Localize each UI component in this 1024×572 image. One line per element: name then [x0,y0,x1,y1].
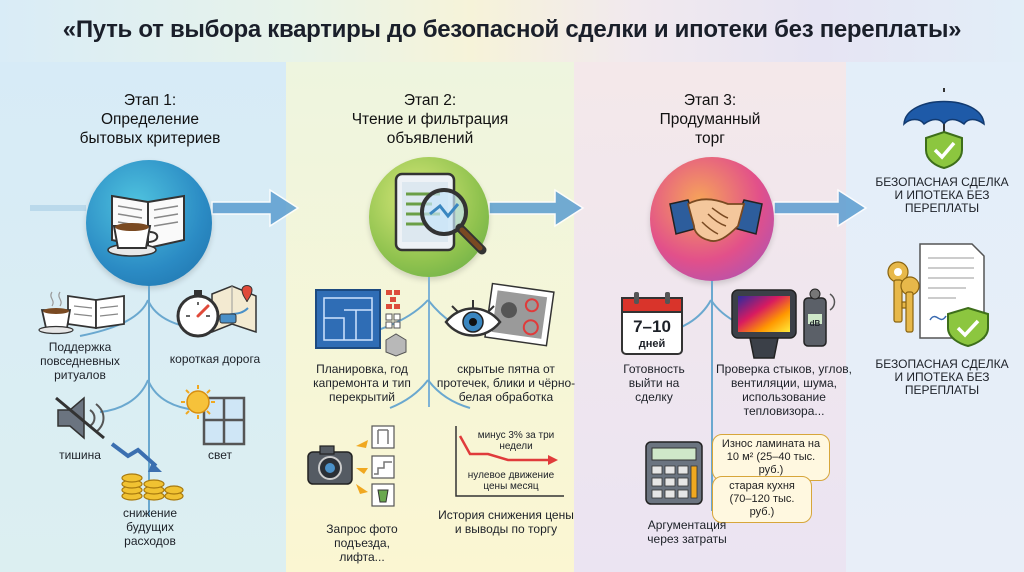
stage2-item-photo-check: скрытые пятна от протечек, блики и чёрно… [436,362,576,404]
calendar-icon [621,292,683,355]
graph-label-zero-movement: нулевое движение цены месяц [467,470,555,492]
keys-document-shield-icon [887,243,989,348]
final-label-top: БЕЗОПАСНАЯ СДЕЛКА И ИПОТЕКА БЕЗ ПЕРЕПЛАТ… [875,175,1009,215]
stage1-connector [148,286,150,516]
eye-photo-icon [444,282,555,347]
blueprint-icon [315,289,407,357]
sound-meter-label: dB [809,319,821,328]
page-title: «Путь от выбора квартиры до безопасной с… [62,16,962,43]
stage3-title-line2: Продуманный [659,111,761,128]
stage1-item-silence: тишина [59,448,101,462]
final-label-bottom: БЕЗОПАСНАЯ СДЕЛКА И ИПОТЕКА БЕЗ ПЕРЕПЛАТ… [875,357,1009,397]
book-cup-icon [38,291,125,335]
tablet-magnifier-icon [394,172,487,255]
stage1-title: Этап 1: Определение бытовых критериев [70,91,230,148]
stage1-item-short-road: короткая дорога [169,352,261,366]
stage1-title-line1: Этап 1: [123,92,177,109]
stage2-title-line2: Чтение и фильтрация [351,111,509,128]
stage2-title-line1: Этап 2: [403,92,457,109]
flow-arrow-3 [773,188,868,228]
stage3-item-argument: Аргументация через затраты [647,518,727,546]
camera-checklist-icon [307,425,395,507]
stage2-item-layout: Планировка, год капремонта и тип перекры… [313,362,411,404]
flow-arrow-1 [211,188,300,228]
stage3-item-ready: Готовность выйти на сделку [623,362,685,404]
stage1-item-rituals: Поддержка повседневных ритуалов [40,340,120,382]
stopwatch-map-icon [176,285,257,338]
stage2-title-line3: объявлений [386,130,474,147]
umbrella-shield-icon [903,88,985,170]
stage3-connector [711,281,713,511]
stage3-item-inspection: Проверка стыков, углов, вентиляции, шума… [716,362,852,418]
stage2-title: Этап 2: Чтение и фильтрация объявлений [335,91,525,148]
stage3-title-line1: Этап 3: [683,92,737,109]
stage2-item-request-photo: Запрос фото подъезда, лифта... [326,522,398,564]
stage1-item-light: свет [207,448,232,462]
stage3-title-line3: торг [695,130,725,147]
stage1-title-line2: Определение [100,111,199,128]
cost-bubble-laminate: Износ ламината на 10 м² (25–40 тыс. руб.… [712,434,830,481]
stage2-item-price-history: История снижения цены и выводы по торгу [438,508,574,536]
calculator-icon [645,441,703,505]
sun-window-icon [181,385,246,446]
stage1-item-savings: снижение будущих расходов [122,506,178,548]
stage1-title-line3: бытовых критериев [79,130,221,147]
coins-decline-icon [110,442,184,501]
mute-speaker-icon [55,396,105,440]
price-graph-icon [455,426,564,497]
calendar-unit: дней [638,338,666,350]
stage2-connector [428,277,430,407]
book-coffee-icon [107,194,185,257]
graph-label-minus3: минус 3% за три недели [477,430,555,452]
calendar-value: 7–10 [633,317,671,336]
thermal-camera-icon [731,288,836,359]
cost-bubble-kitchen: старая кухня (70–120 тыс. руб.) [712,476,812,523]
handshake-icon [669,198,763,242]
stage3-title: Этап 3: Продуманный торг [630,91,790,148]
flow-arrow-2 [488,188,585,228]
